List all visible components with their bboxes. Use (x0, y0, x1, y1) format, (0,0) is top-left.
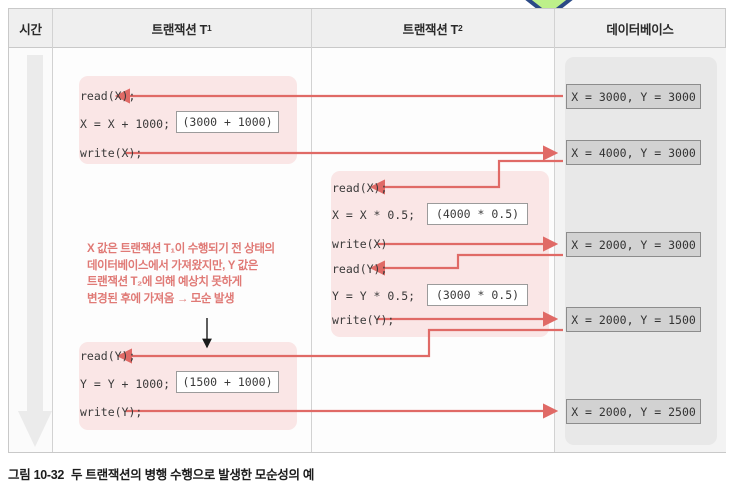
t2-line-2-code: X = X * 0.5; (332, 208, 416, 222)
column-header-t1-sub: 1 (206, 23, 212, 33)
column-header-database-label: 데이터베이스 (606, 22, 674, 37)
column-header-t1-label: 트랜잭션 T (151, 22, 208, 37)
figure-caption-text: 두 트랜잭션의 병행 수행으로 발생한 모순성의 예 (71, 468, 315, 482)
figure-caption: 그림 10-32 두 트랜잭션의 병행 수행으로 발생한 모순성의 예 (8, 464, 314, 483)
t1b2-line-3-code: write(Y); (80, 405, 143, 419)
column-header-time-label: 시간 (19, 22, 42, 37)
t1b2-line-1-code: read(Y); (80, 349, 136, 363)
column-header-time: 시간 (9, 9, 52, 47)
t1b2-line-2-code: Y = Y + 1000; (80, 377, 171, 391)
t1-line-1-code: read(X); (80, 89, 136, 103)
t2-line-5-code: Y = Y * 0.5; (332, 289, 416, 303)
t2-line-4-code: read(Y); (332, 262, 388, 276)
db-state-5: X = 2000, Y = 2500 (566, 399, 701, 424)
db-state-2: X = 4000, Y = 3000 (566, 140, 701, 165)
column-header-t2-sub: 2 (457, 23, 463, 33)
divider-t2-db (554, 9, 555, 452)
t2-line-3-code: write(X) (332, 237, 388, 251)
t2-line-5-expr: (3000 * 0.5) (427, 284, 528, 306)
figure-caption-number: 그림 10-32 (8, 468, 65, 482)
down-arrow-icon (18, 55, 52, 447)
t1-line-2-code: X = X + 1000; (80, 117, 171, 131)
db-state-1: X = 3000, Y = 3000 (566, 84, 701, 109)
t2-line-6-code: write(Y); (332, 313, 395, 327)
t1-line-3-code: write(X); (80, 146, 143, 160)
t2-line-2-expr: (4000 * 0.5) (427, 203, 528, 225)
column-header-t2-label: 트랜잭션 T (402, 22, 459, 37)
divider-time-t1 (52, 9, 53, 452)
db-state-4: X = 2000, Y = 1500 (566, 307, 701, 332)
annotation-text: X 값은 트랜잭션 T₁이 수행되기 전 상태의 데이터베이스에서 가져왔지만,… (87, 243, 275, 305)
divider-t1-t2 (311, 9, 312, 452)
t2-line-1-code: read(X); (332, 181, 388, 195)
db-state-3: X = 2000, Y = 3000 (566, 232, 701, 257)
t1-line-2-expr: (3000 + 1000) (176, 111, 279, 133)
column-header-database: 데이터베이스 (554, 9, 726, 47)
table-header (9, 9, 725, 48)
t1b2-line-2-expr: (1500 + 1000) (176, 371, 279, 393)
